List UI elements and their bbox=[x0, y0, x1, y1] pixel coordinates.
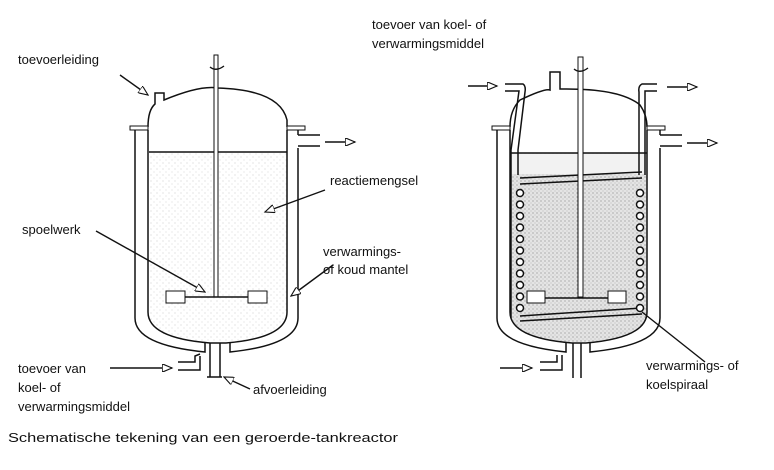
vessel-dome bbox=[147, 86, 288, 128]
coil-turn bbox=[635, 211, 645, 221]
coil-outlet-pipe bbox=[638, 83, 657, 175]
coil-turn bbox=[515, 211, 525, 221]
coil-turn bbox=[515, 246, 525, 255]
jacket-label-line2: of koud mantel bbox=[323, 262, 408, 277]
coil-turn bbox=[635, 234, 645, 244]
stirrer-shaft bbox=[213, 54, 219, 298]
heating-coil bbox=[515, 188, 645, 313]
flange-left bbox=[129, 125, 149, 131]
figure-caption: Schematische tekening van een geroerde-t… bbox=[8, 430, 399, 445]
flange-right bbox=[286, 125, 306, 131]
coil-turn bbox=[635, 269, 645, 278]
stirrer-blade-left bbox=[165, 290, 186, 304]
mixture-label: reactiemengsel bbox=[330, 173, 418, 188]
jacket-outer-wall bbox=[134, 130, 299, 353]
coolant-inlet-pipe bbox=[178, 353, 201, 371]
coil-label-line1: verwarmings- of bbox=[646, 358, 739, 373]
coil-turn bbox=[515, 200, 525, 209]
coil-turn bbox=[515, 257, 525, 267]
coil-turn bbox=[635, 292, 645, 301]
left-reactor: toevoerleiding reactiemengsel spoelwerk … bbox=[18, 52, 418, 414]
coil-turn bbox=[635, 280, 645, 290]
coil-turn bbox=[515, 269, 525, 278]
coil-turn bbox=[515, 223, 525, 232]
coolant-label-line3: verwarmingsmiddel bbox=[18, 399, 130, 414]
rotation-arrow-icon bbox=[573, 67, 589, 72]
coil-turn bbox=[635, 200, 645, 209]
coil-turn bbox=[635, 188, 645, 198]
coil-turn bbox=[515, 292, 525, 301]
coil-turn bbox=[635, 303, 645, 313]
coolant-supply-label-line1: toevoer van koel- of bbox=[372, 17, 487, 32]
coil-turn bbox=[515, 188, 525, 198]
stirrer-blade-right bbox=[247, 290, 268, 304]
drain-label: afvoerleiding bbox=[253, 382, 327, 397]
coil-turn bbox=[635, 223, 645, 232]
feed-line-label: toevoerleiding bbox=[18, 52, 99, 67]
jacket-outlet-pipe bbox=[298, 134, 320, 147]
coil-turn bbox=[515, 234, 525, 244]
rotation-arrow-icon bbox=[209, 65, 225, 70]
coil-turn bbox=[635, 257, 645, 267]
coolant-label-line2: koel- of bbox=[18, 380, 61, 395]
jacket-label-line1: verwarmings- bbox=[323, 244, 401, 259]
coil-inlet-pipe bbox=[505, 83, 526, 318]
stirrer-label: spoelwerk bbox=[22, 222, 81, 237]
coil-turn bbox=[515, 280, 525, 290]
right-reactor: toevoer van koel- of verwarmingsmiddel v… bbox=[372, 17, 739, 392]
coolant-label-line1: toevoer van bbox=[18, 361, 86, 376]
coolant-supply-label-line2: verwarmingsmiddel bbox=[372, 36, 484, 51]
coil-turn bbox=[635, 246, 645, 255]
coil-label-line2: koelspiraal bbox=[646, 377, 708, 392]
drain-pipe bbox=[207, 343, 222, 378]
coil-turn bbox=[515, 303, 525, 313]
